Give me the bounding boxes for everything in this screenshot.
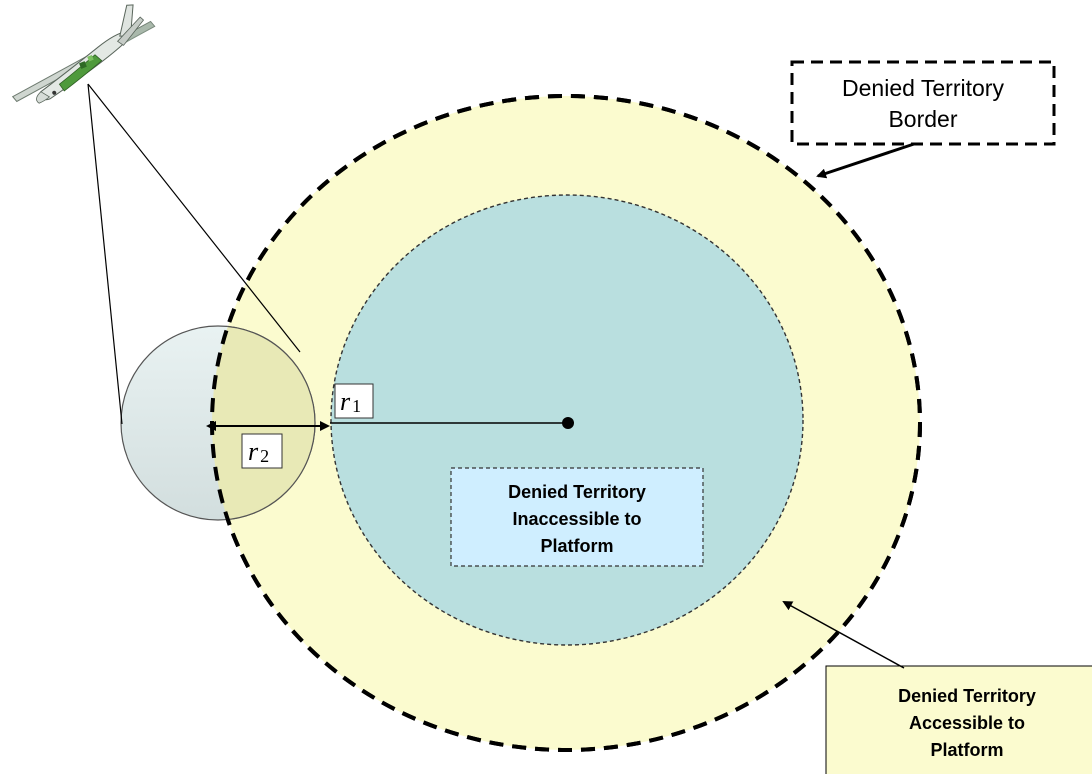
accessible-label-line1: Denied Territory [898,686,1036,706]
border-label-line2: Border [888,106,957,132]
border-pointer-arrow [816,142,915,179]
center-point [562,417,574,429]
border-label-box [790,60,1056,146]
uav-aircraft-icon [11,4,156,104]
accessible-label-box [825,665,1092,774]
inaccessible-label-line1: Denied Territory [508,482,646,502]
r1-label-box [334,383,374,419]
accessible-pointer-arrow [782,601,905,669]
r2-label-box [241,433,283,469]
accessible-label-line2: Accessible to [909,713,1025,733]
sensor-cone-left-line [87,83,123,425]
accessible-label-line3: Platform [930,740,1003,760]
sensor-cone-right-line [87,83,301,353]
inaccessible-label-line3: Platform [540,536,613,556]
inaccessible-label-line2: Inaccessible to [512,509,641,529]
inaccessible-label-box [450,467,704,567]
border-label-line1: Denied Territory [842,75,1004,101]
